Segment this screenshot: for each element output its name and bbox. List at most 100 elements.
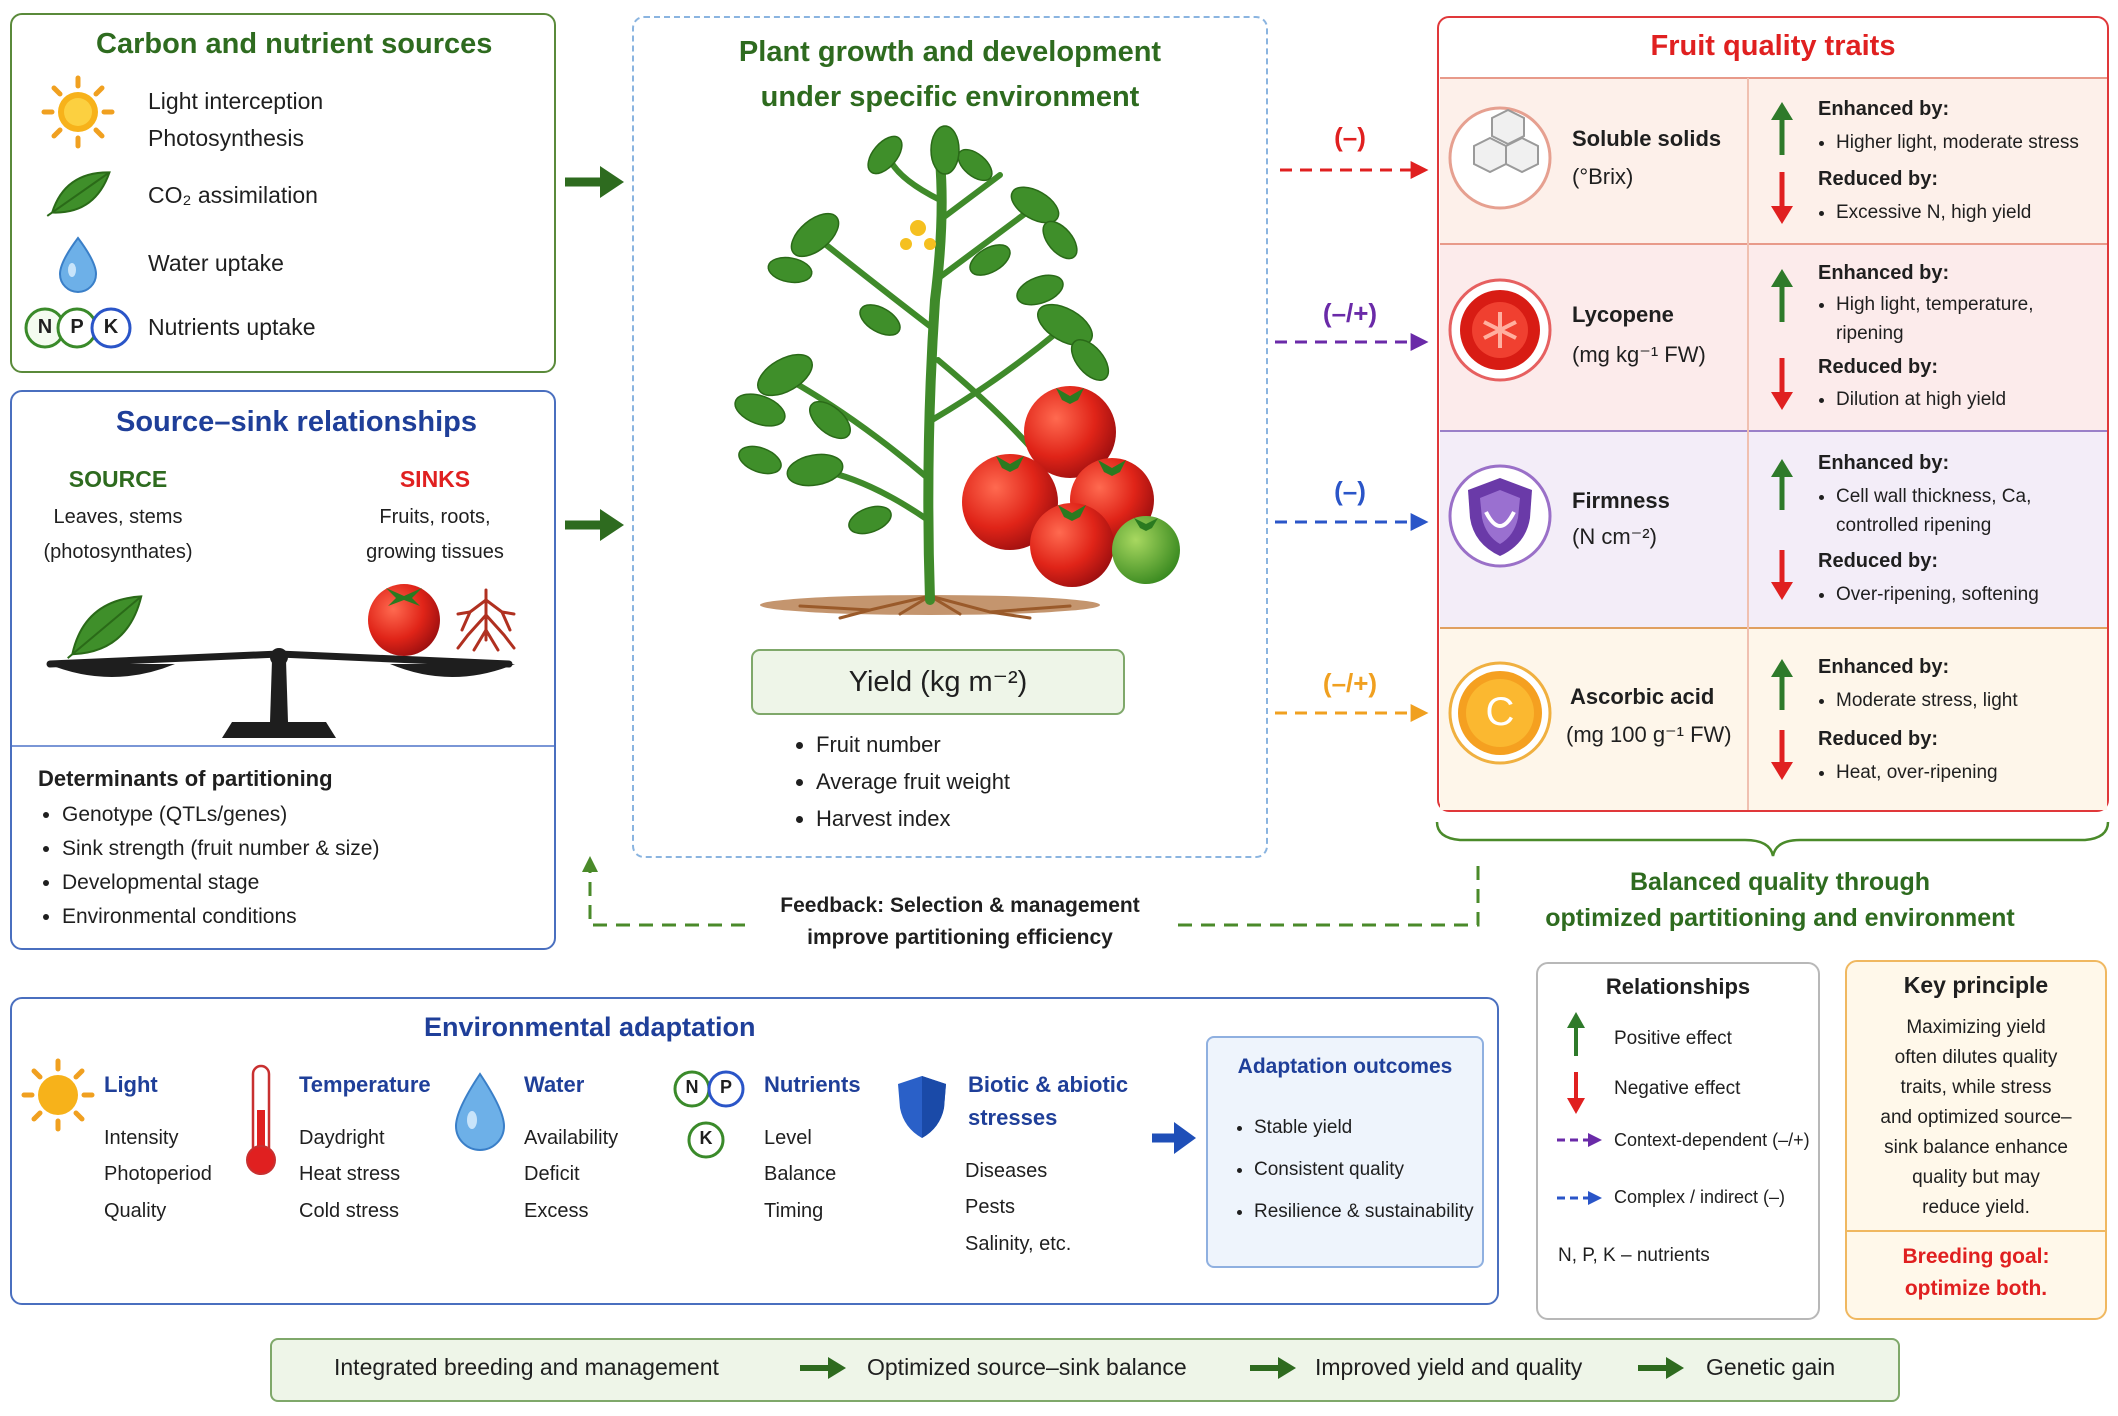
breeding-goal-2: optimize both. [1904,1277,2048,1300]
trait-name-lycopene: Lycopene [1572,302,1674,327]
legend-complex: Complex / indirect (–) [1614,1187,1786,1207]
source-desc-1: Leaves, stems [53,506,183,528]
carbon-item-nutrients: Nutrients uptake [148,314,316,340]
env-temperature-item: Cold stress [299,1200,400,1222]
relationships-legend [1536,962,1820,1320]
npk-letter-n: N [37,316,53,338]
env-water-item: Availability [524,1127,619,1149]
yield-components-list: Fruit number Average fruit weight Harves… [790,726,1010,837]
carbon-item-water: Water uptake [148,250,284,276]
enhanced-list-soluble: Higher light, moderate stress [1810,128,2079,158]
principle-line: reduce yield. [1922,1197,2030,1218]
carbon-sources-panel [10,13,556,373]
env-np-letter-p: P [719,1077,732,1097]
pipeline-step-4: Genetic gain [1706,1354,1836,1380]
reduced-list-soluble: Excessive N, high yield [1810,198,2031,228]
plant-title-2: under specific environment [760,81,1140,113]
source-sink-divider [12,745,554,747]
fruit-quality-panel [1437,16,2109,812]
determinant-item: Developmental stage [62,866,379,900]
principle-line: often dilutes quality [1894,1047,2058,1068]
enhanced-label-firmness: Enhanced by: [1818,452,1950,474]
outcome-item: Stable yield [1254,1107,1474,1149]
thermometer-icon [246,1064,276,1175]
pipeline-step-2: Optimized source–sink balance [867,1354,1187,1380]
legend-positive: Positive effect [1614,1028,1732,1049]
reduced-label-ascorbic: Reduced by: [1818,728,1939,750]
reduced-list-lycopene: Dilution at high yield [1810,385,2006,415]
trait-unit-lycopene: (mg kg⁻¹ FW) [1572,342,1706,367]
sink-roots-icon [456,588,516,652]
feedback-arrow-head [582,856,598,872]
balanced-line-2: optimized partitioning and environment [1545,904,2015,932]
vitamin-c-icon [1448,661,1552,765]
source-sink-title: Source–sink relationships [116,406,478,438]
npk-letter-k: K [103,316,119,338]
yield-component: Fruit number [816,726,1010,763]
stress-shield-icon [898,1076,946,1138]
fruit-quality-brace [1435,821,2110,857]
plant-title-1: Plant growth and development [738,36,1162,68]
trait-name-firmness: Firmness [1572,488,1670,513]
env-light-item: Intensity [104,1127,179,1149]
trait-unit-firmness: (N cm⁻²) [1572,524,1657,549]
env-stress-title-2: stresses [968,1105,1058,1130]
env-temperature-title: Temperature [299,1072,431,1097]
determinants-list: Genotype (QTLs/genes) Sink strength (fru… [36,798,379,934]
outcomes-title: Adaptation outcomes [1237,1055,1453,1078]
firmness-shield-icon [1448,464,1552,568]
effect-label-soluble: (–) [1334,122,1366,152]
principle-title: Key principle [1903,972,2049,998]
feedback-loop-arrow [588,866,1480,927]
env-temperature-item: Daydright [299,1127,385,1149]
trait-name-soluble: Soluble solids [1572,126,1722,151]
outcome-item: Consistent quality [1254,1149,1474,1191]
env-k-letter: K [699,1128,713,1148]
pipeline-step-3: Improved yield and quality [1315,1354,1583,1380]
relationships-title: Relationships [1605,974,1751,999]
carbon-item-co2: CO₂ assimilation [148,182,318,208]
env-water-title: Water [524,1072,585,1097]
fruit-quality-title: Fruit quality traits [1650,30,1896,62]
reduced-label-firmness: Reduced by: [1818,550,1939,572]
source-leaf-icon [67,595,143,659]
environment-panel [10,997,1499,1305]
env-nutrients-item: Balance [764,1163,837,1185]
env-water-drop-icon [454,1072,506,1151]
plant-growth-panel [632,16,1268,858]
enhanced-item-cont: controlled ripening [1836,515,1992,536]
reduced-label-lycopene: Reduced by: [1818,356,1939,378]
outcome-item: Resilience & sustainability [1254,1191,1474,1233]
enhanced-list-lycopene: High light, temperature,ripening [1810,290,2034,348]
tomato-plant-illustration [734,125,1180,620]
env-water-item: Excess [524,1200,589,1222]
legend-icons [1557,1012,1602,1205]
feedback-line-2: improve partitioning efficiency [807,926,1113,949]
outcomes-list: Stable yield Consistent quality Resilien… [1228,1107,1474,1233]
enhanced-label-soluble: Enhanced by: [1818,98,1950,120]
pipeline-bar [270,1338,1900,1402]
principle-line: traits, while stress [1900,1077,2052,1098]
source-label: SOURCE [68,466,168,492]
key-principle-divider [1847,1230,2105,1232]
balanced-line-1: Balanced quality through [1629,868,1931,896]
reduced-item: Heat, over-ripening [1836,758,1998,788]
env-stress-item: Pests [965,1196,1016,1218]
effect-label-lycopene: (–/+) [1322,298,1378,328]
trait-unit-ascorbic: (mg 100 g⁻¹ FW) [1566,722,1732,747]
reduced-list-ascorbic: Heat, over-ripening [1810,758,1998,788]
legend-negative: Negative effect [1614,1078,1741,1099]
env-light-item: Quality [104,1200,167,1222]
reduced-item: Over-ripening, softening [1836,580,2039,610]
env-water-item: Deficit [524,1163,580,1185]
enhanced-list-firmness: Cell wall thickness, Ca,controlled ripen… [1810,482,2031,540]
env-np-letter-n: N [685,1077,699,1097]
env-stress-item: Diseases [965,1160,1048,1182]
sink-tomato-icon [368,584,440,656]
legend-npk-note: N, P, K – nutrients [1558,1245,1710,1266]
pipeline-step-1: Integrated breeding and management [334,1354,719,1380]
reduced-label-soluble: Reduced by: [1818,168,1939,190]
adaptation-outcomes-box [1206,1036,1484,1268]
ascorbic-letter: C [1485,690,1515,734]
determinant-item: Sink strength (fruit number & size) [62,832,379,866]
